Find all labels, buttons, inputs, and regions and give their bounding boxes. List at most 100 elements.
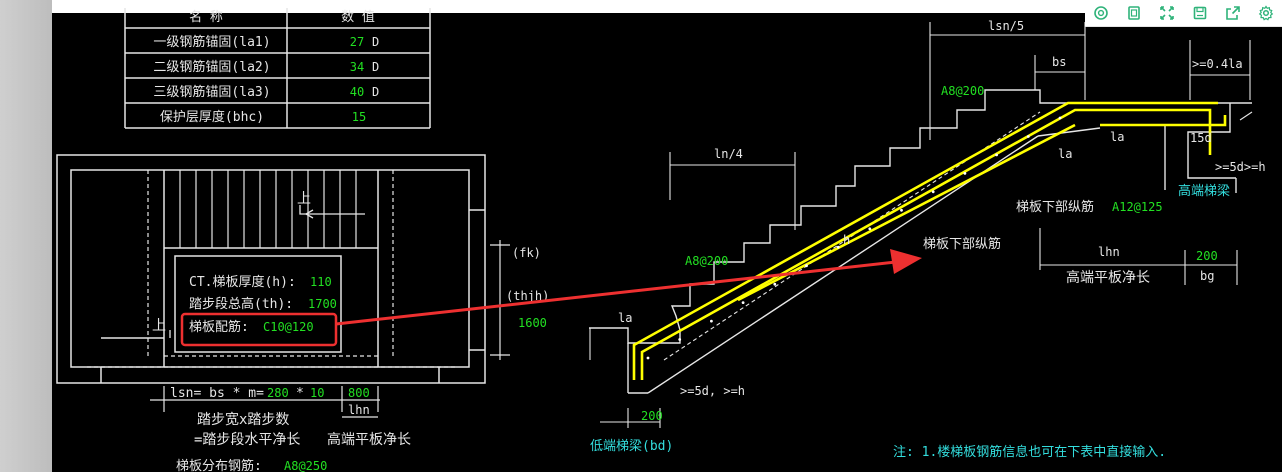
bottom-long-value[interactable]: A12@125 (1112, 200, 1163, 214)
15d-label: 15d (1190, 131, 1212, 145)
table-row-name: 一级钢筋锚固(la1) (153, 34, 270, 50)
landing-desc: 高端平板净长 (327, 431, 411, 448)
rebar-dot (1026, 135, 1030, 138)
up-label: 上 (297, 191, 311, 207)
lhn-label: lhn (348, 403, 370, 417)
table-row-unit: D (372, 35, 379, 49)
distribution-label: 梯板分布钢筋: (176, 458, 262, 472)
ge5d-low-label: >=5d, >=h (680, 384, 745, 398)
up-label: 上 (152, 318, 166, 334)
fit-window-icon (1128, 6, 1141, 20)
rebar-lines (632, 101, 1227, 380)
table-row-value[interactable]: 40 (350, 85, 364, 99)
bg-value[interactable]: 200 (1196, 249, 1218, 263)
table-row-name: 二级钢筋锚固(la2) (153, 59, 270, 75)
rebar-label: 梯板配筋: (189, 319, 249, 335)
thickness-label: CT.梯板厚度(h): (189, 274, 296, 290)
h-label: h (843, 233, 850, 247)
search-zoom-icon (1094, 6, 1109, 20)
table-row-name: 保护层厚度(bhc) (160, 109, 264, 125)
horizontal-desc: =踏步段水平净长 (194, 432, 300, 448)
view-toolbar (1085, 0, 1282, 27)
plan-treads (179, 170, 357, 248)
low-beam-label: 低端梯梁(bd) (590, 439, 673, 454)
total-height-label: 踏步段总高(th): (189, 296, 293, 312)
plan-width-dimension (150, 386, 380, 418)
rebar-dot (646, 356, 650, 360)
rebar-dot (868, 227, 872, 231)
table-row-name: 三级钢筋锚固(la3) (153, 84, 270, 100)
table-header-value: 数 值 (341, 9, 375, 25)
left-panel-edge (0, 0, 52, 472)
thickness-value[interactable]: 110 (310, 275, 332, 289)
stair-drawing: 名 称 数 值 一级钢筋锚固(la1) 27 D 二级钢筋锚固(la2) 34 … (56, 8, 1266, 472)
high-beam-label: 高端梯梁 (1178, 183, 1230, 199)
parameter-table (124, 8, 431, 129)
rebar-dot (1058, 116, 1062, 120)
rebar-dot (931, 190, 935, 194)
export-icon (1225, 6, 1240, 20)
ge-04la-label: >=0.4la (1192, 57, 1243, 71)
bs-label: bs (1052, 55, 1066, 69)
top-rebar-value[interactable]: A8@200 (941, 84, 984, 98)
step-desc: 踏步宽x踏步数 (197, 411, 289, 428)
settings-button[interactable] (1254, 2, 1278, 24)
stair-section (589, 89, 1252, 394)
top-bar (52, 0, 1282, 13)
bottom-long-label-2: 梯板下部纵筋 (923, 236, 1001, 252)
rebar-dot (805, 264, 808, 268)
distribution-value[interactable]: A8@250 (284, 459, 327, 472)
fit-window-button[interactable] (1122, 2, 1146, 24)
total-height-value[interactable]: 1700 (308, 297, 337, 311)
plan-dashed-lines (87, 170, 455, 368)
rebar-dot (710, 319, 713, 323)
stair-plan (56, 154, 486, 384)
section-top-dims (589, 22, 1253, 428)
la-label: la (1058, 147, 1072, 161)
low-rebar-value[interactable]: A8@200 (685, 254, 728, 268)
fullscreen-button[interactable] (1155, 2, 1179, 24)
red-arrow (335, 249, 922, 326)
search-zoom-button[interactable] (1089, 2, 1113, 24)
height-value[interactable]: 1600 (518, 316, 547, 330)
rebar-dot (995, 153, 998, 157)
plan-height-dimension (490, 240, 510, 360)
bs-value[interactable]: 280 (267, 386, 289, 400)
table-row-value[interactable]: 27 (350, 35, 364, 49)
rebar-dot (678, 338, 682, 341)
table-row-unit: D (372, 60, 379, 74)
ge5d-h-label: >=5d>=h (1215, 160, 1266, 174)
save-button[interactable] (1188, 2, 1212, 24)
settings-icon (1258, 5, 1273, 21)
lhn-value[interactable]: 800 (348, 386, 370, 400)
fk-label: (fk) (512, 246, 541, 260)
lsn5-label: lsn/5 (988, 19, 1024, 33)
rebar-dot (900, 208, 903, 212)
bottom-long-label: 梯板下部纵筋 (1016, 199, 1094, 215)
export-button[interactable] (1221, 2, 1245, 24)
landing-net-label: 高端平板净长 (1066, 269, 1150, 286)
rebar-value[interactable]: C10@120 (263, 320, 314, 334)
la-label: la (1110, 130, 1124, 144)
drawing-canvas[interactable] (52, 13, 1282, 472)
times-sign: * (296, 386, 304, 401)
m-value[interactable]: 10 (310, 386, 324, 400)
note-text: 注: 1.楼梯板钢筋信息也可在下表中直接输入. (893, 444, 1166, 460)
thjh-label: (thjh) (506, 289, 549, 303)
rebar-highlight-box (180, 312, 338, 347)
bg-label: bg (1200, 269, 1214, 283)
rebar-dot (773, 282, 777, 286)
table-row-value[interactable]: 15 (352, 110, 366, 124)
up-arrow (169, 205, 365, 338)
low-beam-width[interactable]: 200 (641, 409, 663, 423)
ln4-label: ln/4 (714, 147, 743, 161)
la-low-label: la (618, 311, 632, 325)
lhn-label: lhn (1098, 245, 1120, 259)
table-row-value[interactable]: 34 (350, 60, 364, 74)
table-header-name: 名 称 (189, 9, 223, 25)
rebar-dot (836, 245, 840, 249)
lsn-formula: lsn= bs * m= (170, 386, 264, 401)
fullscreen-icon (1160, 6, 1174, 20)
table-row-unit: D (372, 85, 379, 99)
